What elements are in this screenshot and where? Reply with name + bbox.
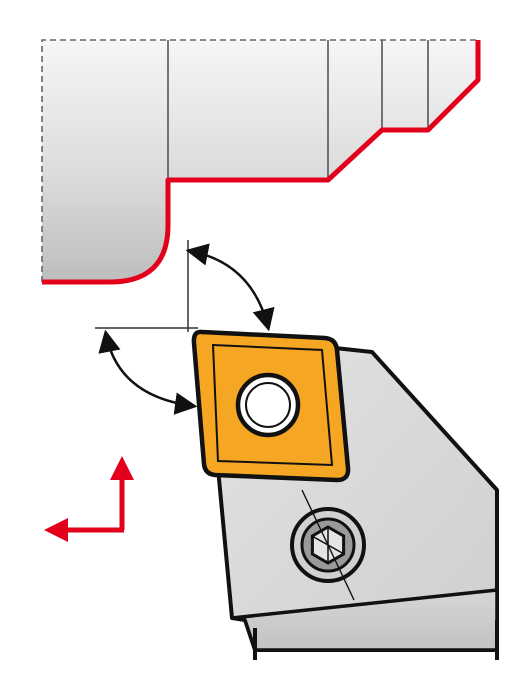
hex-socket-screw-icon bbox=[290, 489, 366, 601]
workpiece bbox=[41, 39, 481, 285]
upper-angle-arc-icon bbox=[185, 243, 275, 332]
workpiece-body bbox=[42, 40, 478, 282]
insert-inner-edge bbox=[211, 343, 334, 467]
machined-profile bbox=[42, 40, 481, 285]
workpiece-dashed-edge bbox=[41, 39, 478, 282]
cutting-insert bbox=[191, 329, 351, 483]
lower-angle-arc-icon bbox=[98, 329, 198, 415]
angle-markers bbox=[95, 240, 275, 415]
holder-front-face bbox=[230, 588, 499, 652]
feed-direction-arrows-icon bbox=[44, 456, 134, 542]
